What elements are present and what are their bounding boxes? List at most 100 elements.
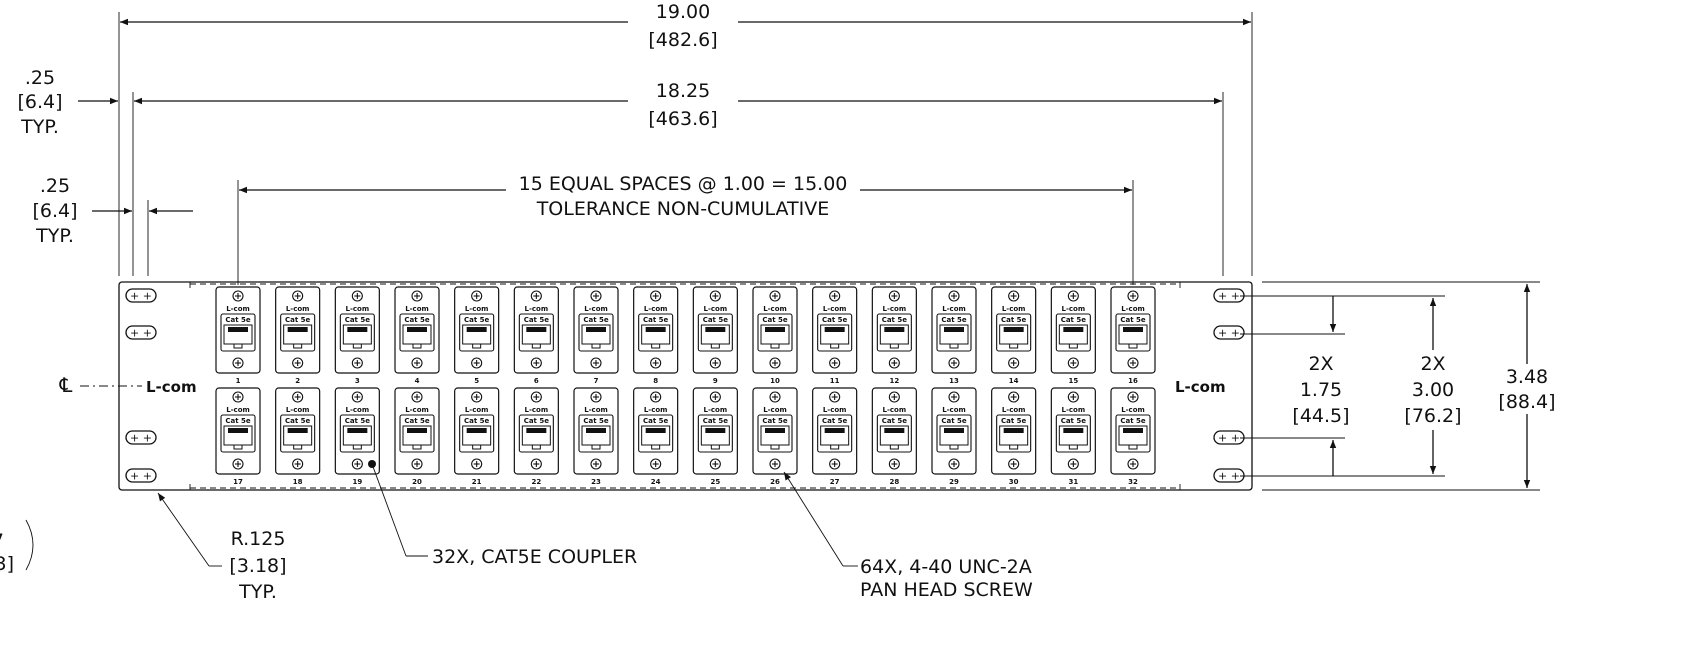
mount-slot: + + — [125, 468, 157, 483]
jack-icon: Cat 5e — [757, 414, 793, 453]
port-brand-logo: L-com — [1062, 305, 1086, 313]
port-brand-logo: L-com — [883, 305, 907, 313]
height-175-qty: 2X — [1308, 353, 1333, 375]
mount-slot: + + — [125, 430, 157, 445]
mounting-slots: + + + + + + + + + + + + + + + + — [125, 288, 1245, 483]
pan-head-screw-icon — [650, 357, 662, 369]
pan-head-screw-icon — [351, 290, 363, 302]
height-300-metric: [76.2] — [1404, 405, 1461, 427]
port-number: 25 — [710, 478, 720, 486]
centerline: ℄ — [59, 373, 142, 397]
pan-head-screw-icon — [769, 290, 781, 302]
pan-head-screw-icon — [590, 290, 602, 302]
dimension-height-300: 2X 3.00 [76.2] — [1404, 298, 1462, 474]
dimension-overall-width: 19.00 [482.6] — [120, 1, 1251, 51]
pan-head-screw-icon — [411, 391, 423, 403]
pan-head-screw-icon — [888, 357, 900, 369]
port-brand-logo: L-com — [1002, 406, 1026, 414]
port-number: 2 — [295, 377, 300, 385]
jack-label: Cat 5e — [1120, 417, 1146, 425]
jack-label: Cat 5e — [404, 417, 430, 425]
jack-icon: Cat 5e — [339, 313, 375, 352]
jack-label: Cat 5e — [404, 316, 430, 324]
corner-radius-metric: [3.18] — [229, 555, 286, 577]
pan-head-screw-icon — [650, 458, 662, 470]
jack-label: Cat 5e — [583, 316, 609, 324]
port-number: 27 — [830, 478, 840, 486]
port-number: 29 — [949, 478, 959, 486]
pan-head-screw-icon — [411, 458, 423, 470]
port-number: 22 — [531, 478, 541, 486]
port-brand-logo: L-com — [644, 406, 668, 414]
jack-label: Cat 5e — [822, 316, 848, 324]
jack-label: Cat 5e — [225, 316, 251, 324]
jack-label: Cat 5e — [643, 417, 669, 425]
jack-label: Cat 5e — [1061, 417, 1087, 425]
pan-head-screw-icon — [948, 290, 960, 302]
port-number: 3 — [355, 377, 360, 385]
callout-corner-radius: R.125 [3.18] TYP. — [157, 492, 287, 603]
height-175-imperial: 1.75 — [1300, 379, 1342, 401]
pan-head-screw-icon — [590, 458, 602, 470]
pan-head-screw-icon — [530, 391, 542, 403]
port-number: 32 — [1128, 478, 1138, 486]
port-number: 28 — [889, 478, 899, 486]
port-brand-logo: L-com — [704, 406, 728, 414]
jack-icon: Cat 5e — [876, 313, 912, 352]
port-number: 15 — [1068, 377, 1078, 385]
pan-head-screw-icon — [769, 391, 781, 403]
port-brand-logo: L-com — [286, 305, 310, 313]
jack-icon: Cat 5e — [638, 313, 674, 352]
svg-text:+ +: + + — [130, 290, 152, 303]
height-348-metric: [88.4] — [1498, 391, 1555, 413]
pan-head-screw-icon — [709, 357, 721, 369]
jack-label: Cat 5e — [882, 417, 908, 425]
pan-head-screw-icon — [1127, 290, 1139, 302]
jack-icon: Cat 5e — [459, 414, 495, 453]
jack-icon: Cat 5e — [1115, 313, 1151, 352]
pan-head-screw-icon — [471, 357, 483, 369]
jack-icon: Cat 5e — [339, 414, 375, 453]
jack-icon: Cat 5e — [518, 414, 554, 453]
dimension-port-spacing: 15 EQUAL SPACES @ 1.00 = 15.00 TOLERANCE… — [239, 173, 1132, 220]
port-brand-logo: L-com — [346, 406, 370, 414]
pan-head-screw-icon — [292, 458, 304, 470]
port-number: 4 — [415, 377, 420, 385]
jack-label: Cat 5e — [941, 417, 967, 425]
jack-label: Cat 5e — [285, 417, 311, 425]
port-brand-logo: L-com — [942, 305, 966, 313]
port-brand-logo: L-com — [942, 406, 966, 414]
jack-icon: Cat 5e — [518, 313, 554, 352]
mount-slot: + + — [1213, 468, 1245, 483]
jack-label: Cat 5e — [583, 417, 609, 425]
overall-width-imperial: 19.00 — [656, 1, 710, 23]
pan-head-screw-icon — [1067, 458, 1079, 470]
pan-head-screw-icon — [709, 391, 721, 403]
pan-head-screw-icon — [232, 357, 244, 369]
height-300-imperial: 3.00 — [1412, 379, 1454, 401]
jack-label: Cat 5e — [285, 316, 311, 324]
screw-callout-line-1: 64X, 4-40 UNC-2A — [860, 556, 1032, 578]
pan-head-screw-icon — [888, 290, 900, 302]
pan-head-screw-icon — [829, 357, 841, 369]
partial-dimension-left: 7 3] — [0, 519, 34, 575]
port-number: 17 — [233, 478, 243, 486]
jack-label: Cat 5e — [941, 316, 967, 324]
port-brand-logo: L-com — [584, 305, 608, 313]
jack-icon: Cat 5e — [1115, 414, 1151, 453]
port-number: 20 — [412, 478, 422, 486]
corner-radius-imperial: R.125 — [231, 528, 286, 550]
